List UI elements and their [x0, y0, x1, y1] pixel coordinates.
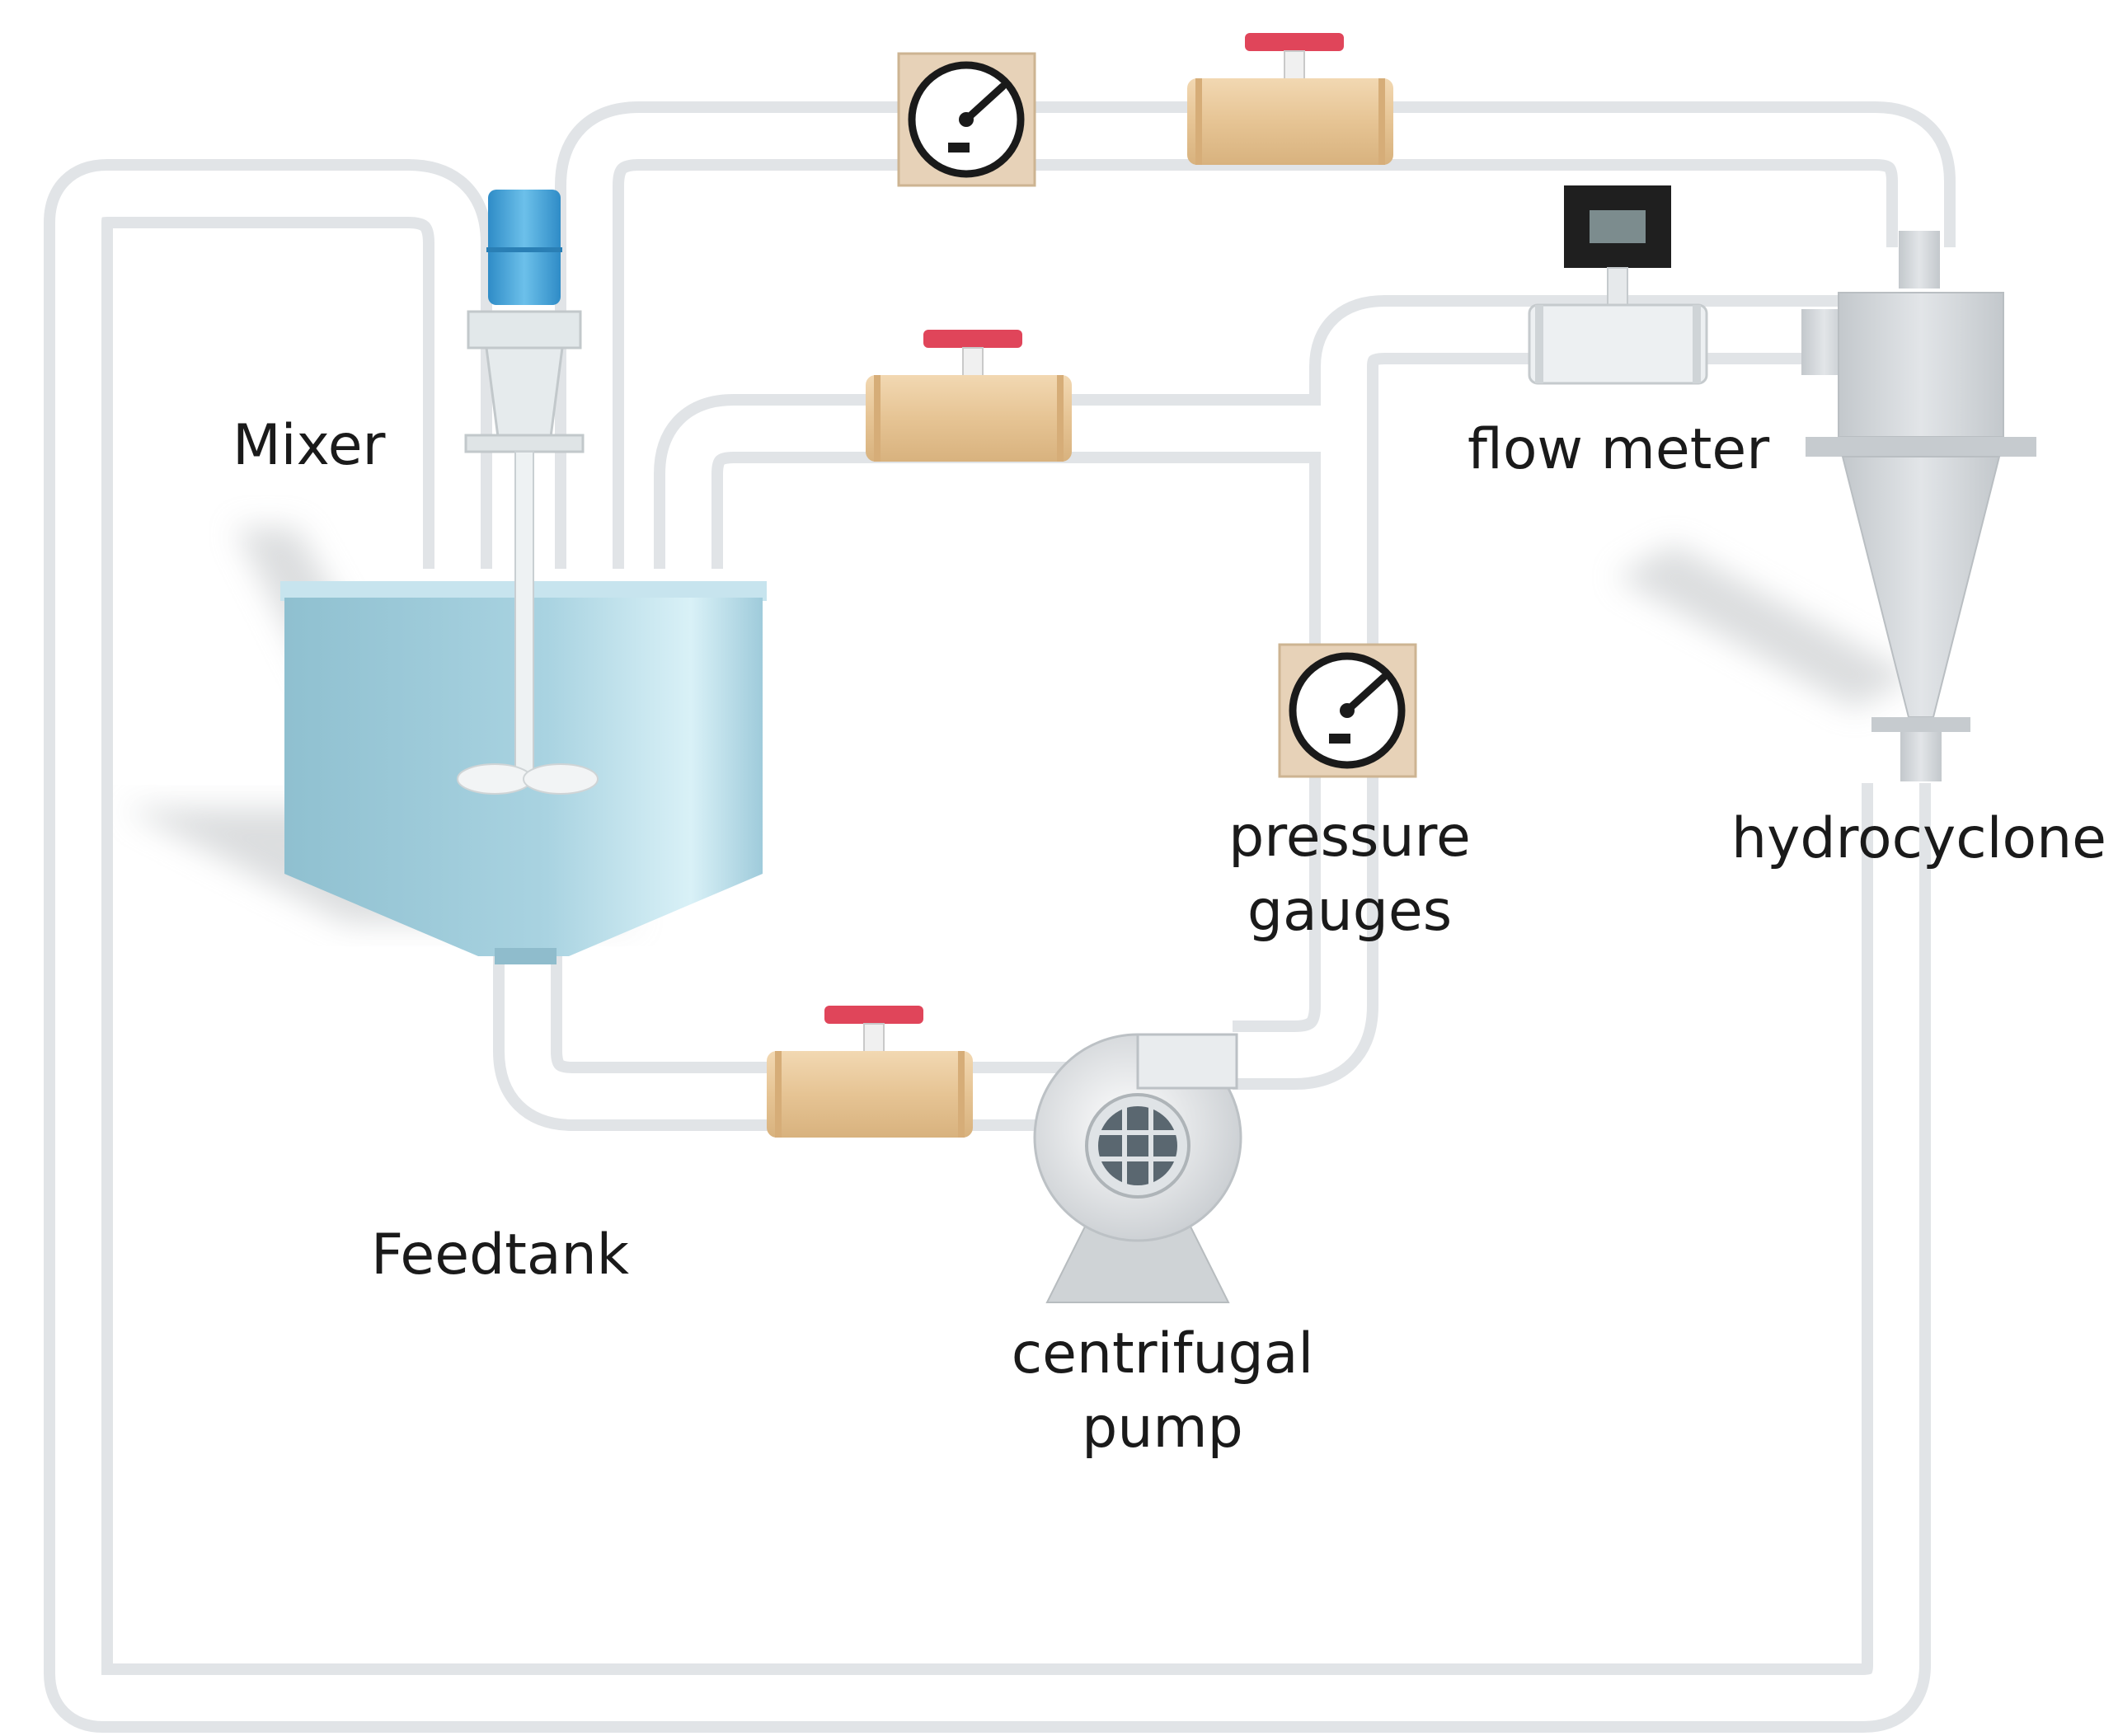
label-gauge-line1: pressure [1228, 805, 1471, 870]
valve-icon [866, 330, 1072, 462]
valve-icon [767, 1006, 973, 1138]
flow-meter-icon [1528, 185, 1708, 385]
centrifugal-pump-icon [1033, 1033, 1242, 1303]
label-feedtank: Feedtank [371, 1222, 630, 1288]
pressure-gauge-icon [1278, 643, 1417, 778]
label-mixer: Mixer [232, 413, 386, 478]
label-flow-meter: flow meter [1468, 417, 1769, 482]
valve-icon [1187, 33, 1393, 165]
labels: Mixer Feedtank centrifugal pump pressure… [232, 413, 2106, 1461]
label-pump-line2: pump [1082, 1396, 1243, 1461]
label-hydrocyclone: hydrocyclone [1731, 806, 2106, 871]
hydrocyclone-icon [1801, 231, 2036, 781]
pressure-gauge-icon [897, 52, 1036, 187]
pipe-network [44, 101, 1956, 1733]
label-gauge-line2: gauges [1247, 879, 1452, 944]
mixer-icon [457, 190, 599, 795]
label-pump-line1: centrifugal [1012, 1321, 1314, 1386]
